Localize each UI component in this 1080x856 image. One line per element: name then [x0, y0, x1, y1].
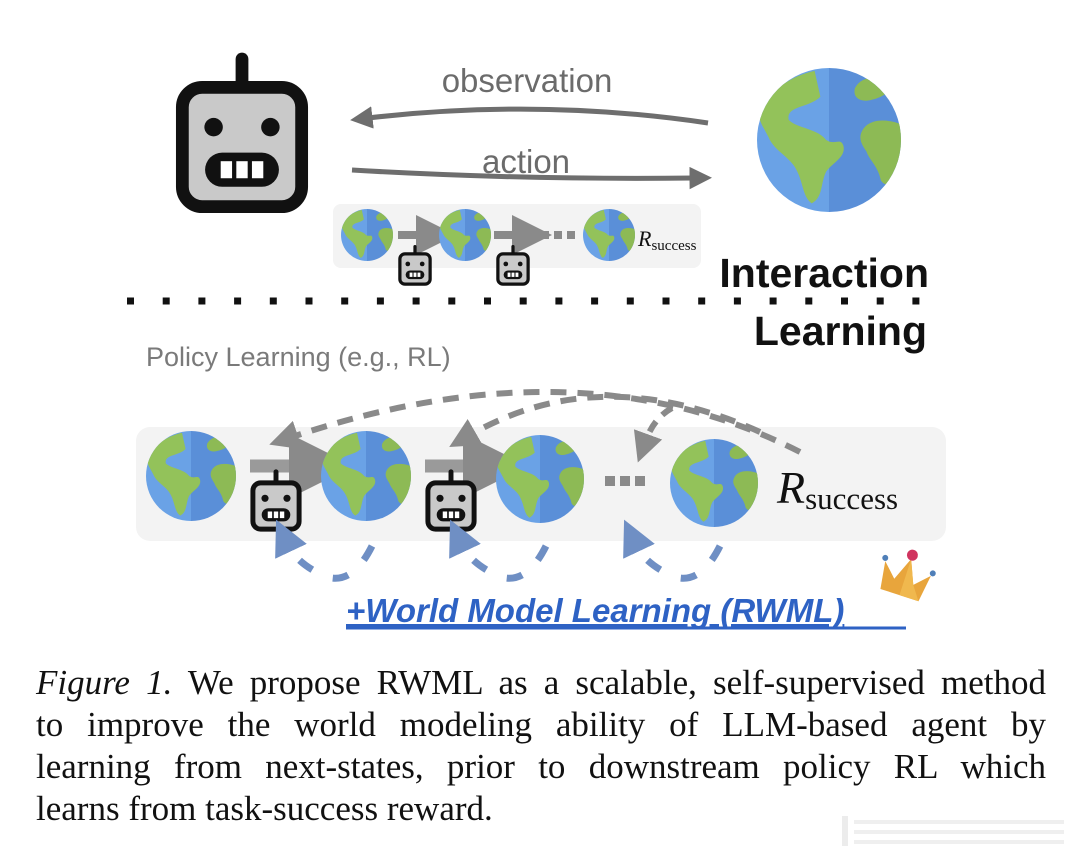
action-label: action — [482, 143, 570, 180]
interaction-section-label: Interaction — [719, 250, 929, 296]
world-model-arrow — [275, 519, 376, 582]
robot-icon — [182, 59, 301, 207]
ellipsis-icon — [605, 476, 645, 486]
caption-line: learns from task-success reward. — [36, 789, 493, 828]
mini-reward-label: Rsuccess — [637, 226, 697, 254]
caption-line: learning from next-states, prior to down… — [36, 747, 1046, 786]
figure-caption: Figure 1. We propose RWML as a scalable,… — [36, 662, 1046, 830]
learning-section-label: Learning — [754, 308, 927, 354]
crown-icon — [880, 549, 936, 602]
robot-icon — [398, 245, 432, 286]
ellipsis-icon — [541, 231, 575, 239]
rwml-label: +World Model Learning (RWML) — [346, 592, 844, 629]
earth-globe-icon — [757, 68, 904, 212]
watermark — [842, 816, 1064, 846]
agent-robot — [182, 59, 301, 207]
reward-label: Rsuccess — [776, 462, 898, 516]
robot-icon — [253, 472, 299, 529]
figure-label: Figure 1. — [36, 663, 173, 702]
caption-text: We propose RWML as a scalable, self-supe… — [172, 663, 1046, 702]
mini-trajectory: Rsuccess — [333, 204, 701, 286]
caption-line: Figure 1. We propose RWML as a scalable,… — [36, 662, 1046, 704]
policy-learning-label: Policy Learning (e.g., RL) — [146, 342, 451, 372]
robot-icon — [428, 472, 474, 529]
rwml-figure: observation action Rsuccess Interaction … — [127, 0, 946, 630]
policy-credit-arrow — [633, 405, 674, 463]
policy-credit-arrow — [269, 388, 802, 455]
observation-label: observation — [442, 62, 613, 99]
world-model-arrow — [623, 519, 724, 582]
action-arrow — [351, 166, 712, 190]
robot-icon — [496, 245, 530, 286]
caption-line: to improve the world modeling ability of… — [36, 705, 1046, 744]
environment-globe — [757, 68, 904, 212]
world-model-arrow — [449, 519, 550, 582]
observation-arrow — [350, 106, 709, 129]
